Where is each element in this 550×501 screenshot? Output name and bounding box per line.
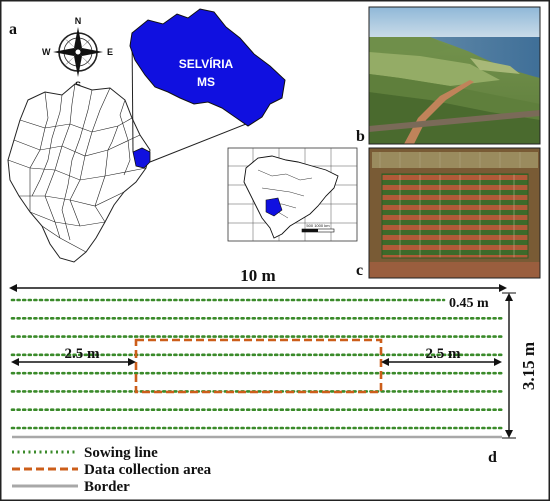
legend — [12, 450, 78, 488]
left-offset-arrow — [11, 358, 136, 366]
selviria-state-label: MS — [197, 75, 215, 89]
selviria-location-marker — [132, 147, 151, 169]
right-offset-arrow — [381, 358, 502, 366]
inset-scale-label: 500 1000 km — [306, 223, 330, 228]
plot-length-arrow — [9, 284, 507, 292]
panel-label-b: b — [356, 128, 365, 145]
selviria-zoom-region — [129, 8, 286, 127]
legend-border-label: Border — [84, 479, 130, 495]
panel-label-c: c — [356, 262, 363, 279]
row-spacing-label: 0.45 m — [449, 296, 489, 311]
brazil-inset-map — [227, 147, 358, 242]
compass-east-label: E — [107, 47, 113, 57]
legend-data-area-label: Data collection area — [84, 462, 212, 478]
sowing-lines — [10, 298, 504, 430]
left-offset-label: 2.5 m — [65, 346, 101, 362]
legend-sowing-label: Sowing line — [84, 445, 158, 461]
panel-label-a: a — [9, 21, 17, 38]
right-offset-label: 2.5 m — [426, 346, 462, 362]
experimental-plots-photo — [368, 147, 541, 279]
compass-north-label: N — [75, 16, 82, 26]
data-collection-area — [134, 338, 383, 394]
plot-width-arrow — [502, 292, 516, 439]
compass-west-label: W — [42, 47, 51, 57]
panel-label-d: d — [488, 449, 497, 466]
plot-width-label: 3.15 m — [519, 342, 538, 390]
selviria-name-label: SELVÍRIA — [179, 56, 234, 71]
plot-length-label: 10 m — [240, 266, 275, 285]
aerial-landscape-photo — [368, 6, 541, 145]
compass-rose-icon — [53, 27, 103, 77]
state-map — [7, 83, 151, 263]
zoom-connector-right — [149, 123, 247, 163]
brazil-inset-state-highlight — [265, 197, 283, 217]
